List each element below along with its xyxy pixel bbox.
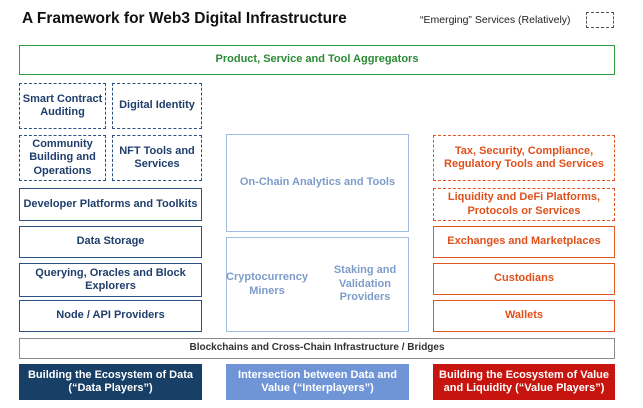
miners-staking-box: Cryptocurrency Miners Staking and Valida… [226,237,409,332]
liquidity-defi-box: Liquidity and DeFi Platforms, Protocols … [433,188,615,221]
cryptocurrency-miners-label: Cryptocurrency Miners [226,271,308,297]
legend-dashed-swatch [586,12,614,28]
developer-platforms-box: Developer Platforms and Toolkits [19,188,202,221]
footer-data-players: Building the Ecosystem of Data (“Data Pl… [19,364,202,400]
on-chain-analytics-box: On-Chain Analytics and Tools [226,134,409,232]
infrastructure-bar: Blockchains and Cross-Chain Infrastructu… [19,338,615,359]
querying-oracles-box: Querying, Oracles and Block Explorers [19,263,202,297]
tax-security-box: Tax, Security, Compliance, Regulatory To… [433,135,615,181]
custodians-box: Custodians [433,263,615,295]
legend-label: “Emerging” Services (Relatively) [420,14,571,26]
community-building-box: Community Building and Operations [19,135,106,181]
data-storage-box: Data Storage [19,226,202,258]
aggregators-box: Product, Service and Tool Aggregators [19,45,615,75]
digital-identity-box: Digital Identity [112,83,202,129]
footer-value-players: Building the Ecosystem of Value and Liqu… [433,364,615,400]
nft-tools-box: NFT Tools and Services [112,135,202,181]
staking-providers-label: Staking and Validation Providers [333,264,397,304]
wallets-box: Wallets [433,300,615,332]
footer-interplayers: Intersection between Data and Value (“In… [226,364,409,400]
smart-contract-auditing-box: Smart Contract Auditing [19,83,106,129]
page-title: A Framework for Web3 Digital Infrastruct… [22,10,347,27]
node-api-providers-box: Node / API Providers [19,300,202,332]
exchanges-box: Exchanges and Marketplaces [433,226,615,258]
